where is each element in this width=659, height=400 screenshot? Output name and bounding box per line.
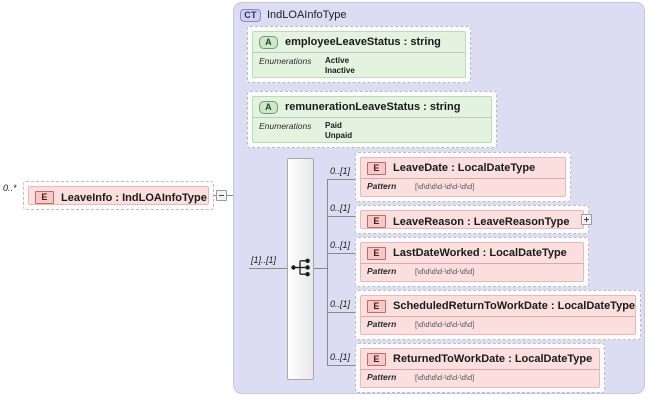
facet-label-pattern: Pattern bbox=[367, 372, 397, 382]
element-facet-row: Pattern [\d\d\d\d-\d\d-\d\d] bbox=[361, 179, 565, 194]
facet-value-pattern: [\d\d\d\d-\d\d-\d\d] bbox=[415, 319, 475, 329]
element-box: E ScheduledReturnToWorkDate : LocalDateT… bbox=[360, 295, 636, 335]
cardinality-leaveinfo: 0..* bbox=[3, 183, 17, 193]
element-title-row: E LeaveDate : LocalDateType bbox=[361, 158, 565, 179]
complex-type-title: IndLOAInfoType bbox=[267, 9, 347, 21]
element-badge: E bbox=[367, 161, 386, 175]
element-label: ReturnedToWorkDate : LocalDateType bbox=[393, 353, 593, 365]
element-node-scheduledreturntoworkdate[interactable]: E ScheduledReturnToWorkDate : LocalDateT… bbox=[355, 290, 641, 340]
facet-value-pattern: [\d\d\d\d-\d\d-\d\d] bbox=[415, 181, 475, 191]
element-box: E LeaveDate : LocalDateType Pattern [\d\… bbox=[360, 157, 566, 197]
element-node-leavereason[interactable]: E LeaveReason : LeaveReasonType bbox=[355, 205, 589, 234]
connector-branch-spine bbox=[327, 179, 328, 365]
sequence-icon bbox=[291, 258, 310, 277]
cardinality-sequence: [1]..[1] bbox=[251, 255, 277, 265]
element-title-row: E ScheduledReturnToWorkDate : LocalDateT… bbox=[361, 296, 635, 317]
element-box: E LeaveReason : LeaveReasonType bbox=[360, 210, 584, 229]
facet-value-pattern: [\d\d\d\d-\d\d-\d\d] bbox=[415, 266, 475, 276]
element-label: LeaveReason : LeaveReasonType bbox=[393, 215, 570, 228]
attribute-label: remunerationLeaveStatus : string bbox=[285, 101, 461, 113]
cardinality-leavereason: 0..[1] bbox=[330, 203, 351, 213]
element-node-leaveinfo[interactable]: E LeaveInfo : IndLOAInfoType bbox=[23, 181, 214, 210]
element-title-row: E ReturnedToWorkDate : LocalDateType bbox=[361, 349, 599, 370]
element-facet-row: Pattern [\d\d\d\d-\d\d-\d\d] bbox=[361, 370, 599, 385]
attribute-title-row: A employeeLeaveStatus : string bbox=[253, 32, 465, 53]
cardinality-returnedtoworkdate: 0..[1] bbox=[330, 352, 351, 362]
element-label: ScheduledReturnToWorkDate : LocalDateTyp… bbox=[393, 300, 636, 312]
element-title-row: E LeaveInfo : IndLOAInfoType bbox=[29, 187, 208, 204]
collapse-button-leaveinfo[interactable] bbox=[216, 190, 227, 201]
connector-branch-2 bbox=[327, 216, 355, 217]
attribute-node-employeeleavestatus[interactable]: A employeeLeaveStatus : string Enumerati… bbox=[247, 26, 471, 83]
connector-branch-4 bbox=[327, 312, 355, 313]
attribute-facet-row: Enumerations Paid Unpaid bbox=[253, 118, 491, 142]
element-badge: E bbox=[367, 352, 386, 366]
attribute-node-remunerationleavestatus[interactable]: A remunerationLeaveStatus : string Enume… bbox=[247, 91, 497, 148]
element-title-row: E LastDateWorked : LocalDateType bbox=[361, 243, 583, 264]
element-facet-row: Pattern [\d\d\d\d-\d\d-\d\d] bbox=[361, 317, 635, 332]
attribute-box: A employeeLeaveStatus : string Enumerati… bbox=[252, 31, 466, 78]
expand-button-leavereason[interactable] bbox=[581, 214, 592, 225]
connector-branch-1 bbox=[327, 179, 355, 180]
element-box: E LeaveInfo : IndLOAInfoType bbox=[28, 186, 209, 205]
element-badge: E bbox=[35, 191, 54, 204]
element-label: LastDateWorked : LocalDateType bbox=[393, 247, 567, 259]
attribute-badge: A bbox=[259, 100, 278, 114]
element-node-returnedtoworkdate[interactable]: E ReturnedToWorkDate : LocalDateType Pat… bbox=[355, 343, 605, 393]
element-box: E ReturnedToWorkDate : LocalDateType Pat… bbox=[360, 348, 600, 388]
attribute-title-row: A remunerationLeaveStatus : string bbox=[253, 97, 491, 118]
attribute-facet-row: Enumerations Active Inactive bbox=[253, 53, 465, 77]
attribute-label: employeeLeaveStatus : string bbox=[285, 36, 441, 48]
facet-values-enumerations: Paid Unpaid bbox=[325, 121, 353, 140]
cardinality-lastdateworked: 0..[1] bbox=[330, 240, 351, 250]
facet-label-pattern: Pattern bbox=[367, 266, 397, 276]
attribute-badge: A bbox=[259, 35, 278, 49]
element-label: LeaveDate : LocalDateType bbox=[393, 162, 536, 174]
attribute-box: A remunerationLeaveStatus : string Enume… bbox=[252, 96, 492, 143]
complex-type-badge: CT bbox=[240, 8, 261, 22]
element-node-leavedate[interactable]: E LeaveDate : LocalDateType Pattern [\d\… bbox=[355, 152, 571, 202]
cardinality-scheduledreturntoworkdate: 0..[1] bbox=[330, 299, 351, 309]
facet-label-pattern: Pattern bbox=[367, 181, 397, 191]
element-label: LeaveInfo : IndLOAInfoType bbox=[61, 191, 207, 204]
cardinality-leavedate: 0..[1] bbox=[330, 166, 351, 176]
facet-label-pattern: Pattern bbox=[367, 319, 397, 329]
connector-branch-5 bbox=[327, 365, 355, 366]
connector-sequence-to-spine bbox=[314, 268, 328, 269]
element-facet-row: Pattern [\d\d\d\d-\d\d-\d\d] bbox=[361, 264, 583, 279]
facet-label-enumerations: Enumerations bbox=[259, 121, 312, 131]
facet-values-enumerations: Active Inactive bbox=[325, 56, 355, 75]
connector-type-to-sequence bbox=[249, 268, 287, 269]
element-badge: E bbox=[367, 215, 386, 228]
facet-value-pattern: [\d\d\d\d-\d\d-\d\d] bbox=[415, 372, 475, 382]
element-box: E LastDateWorked : LocalDateType Pattern… bbox=[360, 242, 584, 282]
complex-type-header: CT IndLOAInfoType bbox=[240, 7, 347, 23]
element-title-row: E LeaveReason : LeaveReasonType bbox=[361, 211, 583, 228]
element-node-lastdateworked[interactable]: E LastDateWorked : LocalDateType Pattern… bbox=[355, 237, 589, 287]
connector-branch-3 bbox=[327, 253, 355, 254]
element-badge: E bbox=[367, 299, 386, 313]
element-badge: E bbox=[367, 246, 386, 260]
facet-label-enumerations: Enumerations bbox=[259, 56, 312, 66]
